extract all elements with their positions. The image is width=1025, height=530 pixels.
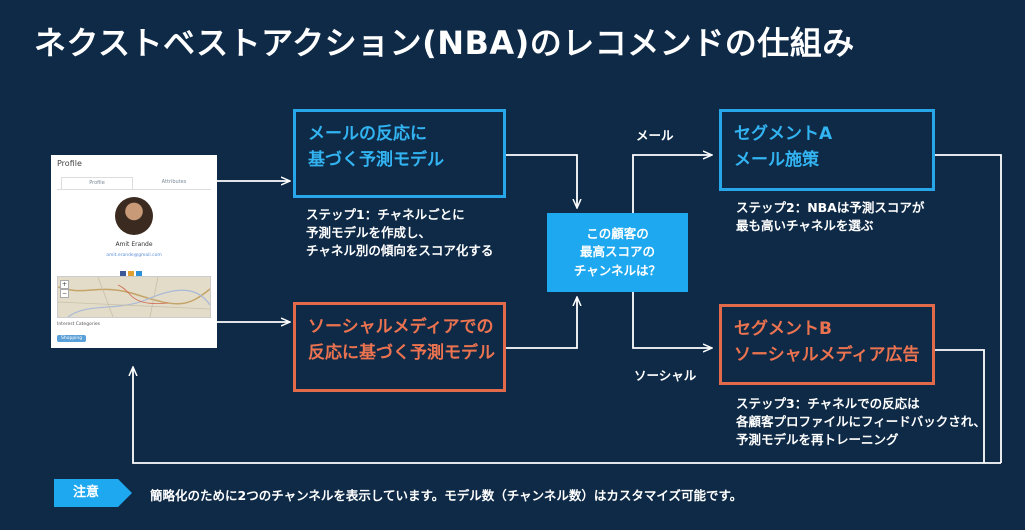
profile-tabs: Profile Attributes bbox=[57, 177, 211, 190]
social-model-line2: 反応に基づく予測モデル bbox=[308, 342, 495, 363]
arrow-center-to-segment-b bbox=[632, 292, 711, 348]
segment-b-box: セグメントB ソーシャルメディア広告 bbox=[719, 304, 935, 385]
rss-icon bbox=[128, 271, 134, 277]
email-model-line1: メールの反応に bbox=[308, 124, 427, 144]
label-email: メール bbox=[636, 128, 674, 143]
note-tag-label: 注意 bbox=[72, 485, 99, 500]
arrow-center-to-segment-a bbox=[632, 155, 711, 213]
step1-line2: 予測モデルを作成し、 bbox=[306, 225, 432, 241]
tab-profile: Profile bbox=[61, 177, 133, 189]
center-line3: チャンネルは？ bbox=[573, 262, 662, 278]
step3-line1: ステップ3：チャネルでの反応は bbox=[736, 396, 920, 411]
note-tag: 注意 bbox=[54, 479, 132, 507]
profile-email: amit.erande@gmail.com bbox=[106, 253, 162, 258]
social-icons bbox=[120, 262, 144, 281]
map-zoom-in-button: + bbox=[60, 280, 69, 289]
arrow-social-model-to-center bbox=[506, 298, 577, 349]
step3-line2: 各顧客プロファイルにフィードバックされ、 bbox=[736, 414, 986, 430]
email-model-line2: 基づく予測モデル bbox=[308, 149, 444, 170]
social-model-line1: ソーシャルメディアでの bbox=[308, 317, 494, 337]
step1-note: ステップ1：チャネルごとに 予測モデルを作成し、 チャネル別の傾向をスコア化する bbox=[306, 206, 493, 260]
interest-categories-label: Interest Categories bbox=[57, 322, 101, 327]
segment-a-line2: メール施策 bbox=[734, 149, 819, 170]
map-zoom-out-button: − bbox=[60, 289, 69, 298]
segment-a-box: セグメントA メール施策 bbox=[719, 109, 935, 191]
step3-line3: 予測モデルを再トレーニング bbox=[736, 432, 899, 448]
highest-score-channel-box: この顧客の 最高スコアの チャンネルは？ bbox=[547, 213, 688, 292]
step1-line1: ステップ1：チャネルごとに bbox=[306, 207, 465, 222]
customer-profile-card: Profile Profile Attributes Amit Erande a… bbox=[51, 155, 217, 348]
step2-note: ステップ2：NBAは予測スコアが 最も高いチャネルを選ぶ bbox=[736, 199, 924, 235]
avatar bbox=[115, 197, 153, 235]
arrow-email-model-to-center bbox=[506, 154, 577, 207]
feedback-loop-b bbox=[935, 349, 985, 463]
feedback-loop-a bbox=[935, 154, 1002, 463]
segment-b-line1: セグメントB bbox=[734, 319, 832, 339]
step2-line2: 最も高いチャネルを選ぶ bbox=[736, 218, 874, 234]
profile-name: Amit Erande bbox=[115, 241, 153, 248]
step2-line1: ステップ2：NBAは予測スコアが bbox=[736, 200, 925, 215]
interest-chip: Shopping bbox=[57, 335, 87, 342]
twitter-icon bbox=[136, 271, 142, 277]
page-title: ネクストベストアクション(NBA)のレコメンドの仕組み bbox=[34, 24, 855, 62]
note-text: 簡略化のために2つのチャンネルを表示しています。モデル数（チャンネル数）はカスタ… bbox=[150, 488, 743, 503]
location-map: + − bbox=[57, 276, 211, 318]
tab-attributes: Attributes bbox=[161, 179, 187, 185]
facebook-icon bbox=[120, 271, 126, 277]
label-social: ソーシャル bbox=[634, 368, 697, 383]
step3-note: ステップ3：チャネルでの反応は 各顧客プロファイルにフィードバックされ、 予測モ… bbox=[736, 395, 986, 449]
segment-b-line2: ソーシャルメディア広告 bbox=[734, 344, 920, 365]
social-model-box: ソーシャルメディアでの 反応に基づく予測モデル bbox=[293, 302, 506, 392]
center-line2: 最高スコアの bbox=[579, 244, 655, 260]
step1-line3: チャネル別の傾向をスコア化する bbox=[306, 243, 494, 259]
segment-a-line1: セグメントA bbox=[734, 124, 833, 144]
profile-title: Profile bbox=[57, 159, 82, 168]
email-model-box: メールの反応に 基づく予測モデル bbox=[293, 109, 506, 198]
center-line1: この顧客の bbox=[586, 226, 649, 242]
feedback-loop-return bbox=[133, 368, 1001, 464]
